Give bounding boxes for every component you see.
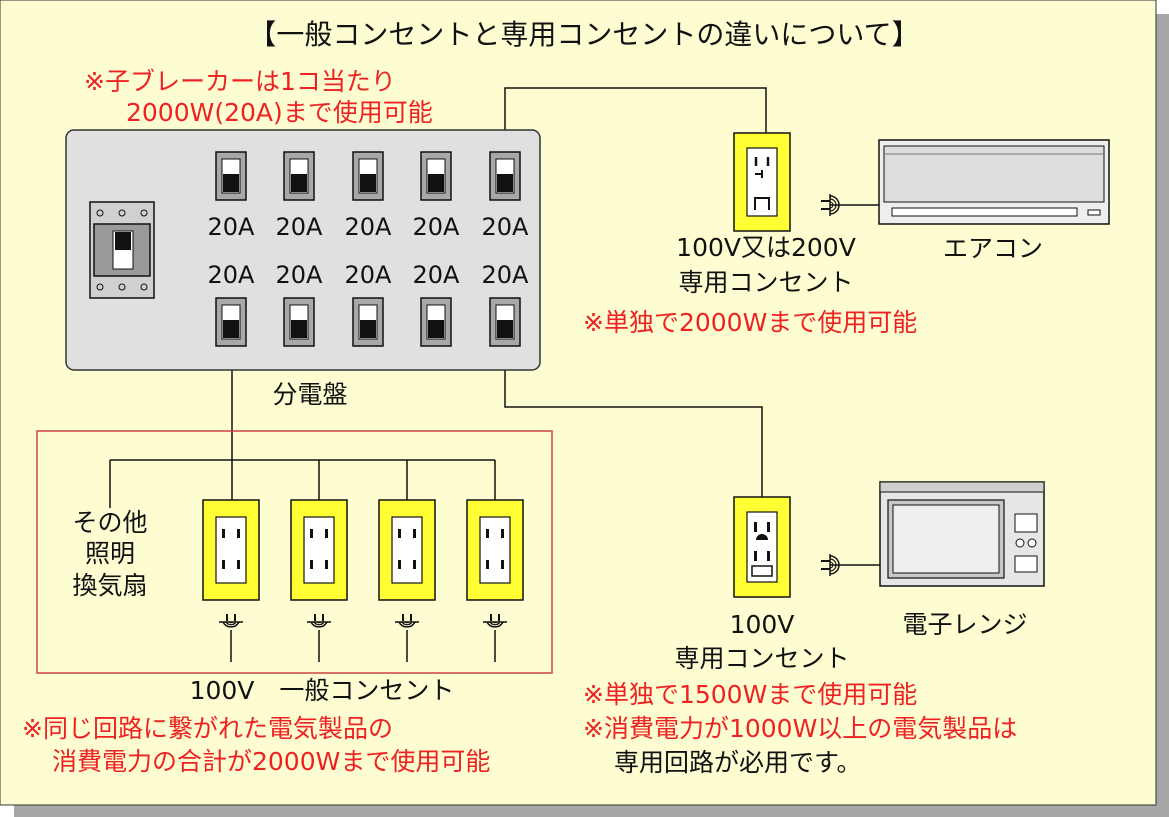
distribution-panel: 20A 20A 20A 20A 20A 20A 20A 20A 20A 20A xyxy=(65,129,541,371)
microwave-outlet-label-line2: 専用コンセント xyxy=(674,644,849,673)
microwave-outlet-note-line3: 専用回路が必用です。 xyxy=(614,748,862,777)
breaker-top-2 xyxy=(283,151,315,201)
other-label-line3: 換気扇 xyxy=(72,571,147,600)
breaker-note-line2: 2000W(20A)まで使用可能 xyxy=(126,98,433,127)
breaker-rating-bottom-5: 20A xyxy=(482,261,530,289)
air-conditioner-icon xyxy=(878,139,1110,225)
other-label-line1: その他 xyxy=(72,508,147,537)
general-outlet-2 xyxy=(290,499,348,601)
breaker-rating-bottom-4: 20A xyxy=(413,261,461,289)
general-outlet-1 xyxy=(202,499,260,601)
microwave-dedicated-outlet xyxy=(733,496,791,598)
breaker-rating-bottom-3: 20A xyxy=(345,261,393,289)
breaker-top-4 xyxy=(420,151,452,201)
aircon-outlet-label-line1: 100V又は200V xyxy=(676,233,856,262)
other-label-line2: 照明 xyxy=(85,539,135,568)
microwave-label: 電子レンジ xyxy=(902,610,1027,639)
general-outlet-label: 100V 一般コンセント xyxy=(190,676,455,705)
breaker-note-line1: ※子ブレーカーは1コ当たり xyxy=(84,67,396,96)
breaker-rating-top-3: 20A xyxy=(345,213,393,241)
microwave-outlet-note-line2: ※消費電力が1000W以上の電気製品は xyxy=(583,714,1017,743)
aircon-wire xyxy=(504,87,767,152)
panel-label: 分電盤 xyxy=(272,380,347,409)
breaker-bottom-5 xyxy=(489,297,521,347)
breaker-top-5 xyxy=(489,151,521,201)
breaker-rating-top-2: 20A xyxy=(276,213,324,241)
general-outlet-4 xyxy=(466,499,524,601)
general-outlet-group-frame xyxy=(36,430,553,674)
aircon-label: エアコン xyxy=(943,234,1043,263)
microwave-wire xyxy=(504,348,763,497)
microwave-outlet-label-line1: 100V xyxy=(730,610,795,639)
aircon-outlet-label-line2: 専用コンセント xyxy=(678,268,853,297)
aircon-dedicated-outlet xyxy=(733,132,791,232)
general-note-line1: ※同じ回路に繋がれた電気製品の xyxy=(22,714,393,743)
breaker-top-1 xyxy=(215,151,247,201)
breaker-bottom-4 xyxy=(420,297,452,347)
breaker-rating-top-4: 20A xyxy=(413,213,461,241)
breaker-rating-bottom-1: 20A xyxy=(208,261,256,289)
page-title: 【一般コンセントと専用コンセントの違いについて】 xyxy=(248,18,919,51)
breaker-rating-top-1: 20A xyxy=(208,213,256,241)
breaker-rating-bottom-2: 20A xyxy=(276,261,324,289)
breaker-bottom-1 xyxy=(215,297,247,347)
general-note-line2: 消費電力の合計が2000Wまで使用可能 xyxy=(52,747,490,776)
breaker-bottom-2 xyxy=(283,297,315,347)
microwave-icon xyxy=(879,481,1045,587)
microwave-outlet-note-line1: ※単独で1500Wまで使用可能 xyxy=(583,680,917,709)
breaker-bottom-3 xyxy=(352,297,384,347)
breaker-top-3 xyxy=(352,151,384,201)
main-breaker xyxy=(89,201,155,299)
aircon-outlet-note: ※単独で2000Wまで使用可能 xyxy=(583,308,917,337)
general-outlet-3 xyxy=(378,499,436,601)
breaker-rating-top-5: 20A xyxy=(482,213,530,241)
